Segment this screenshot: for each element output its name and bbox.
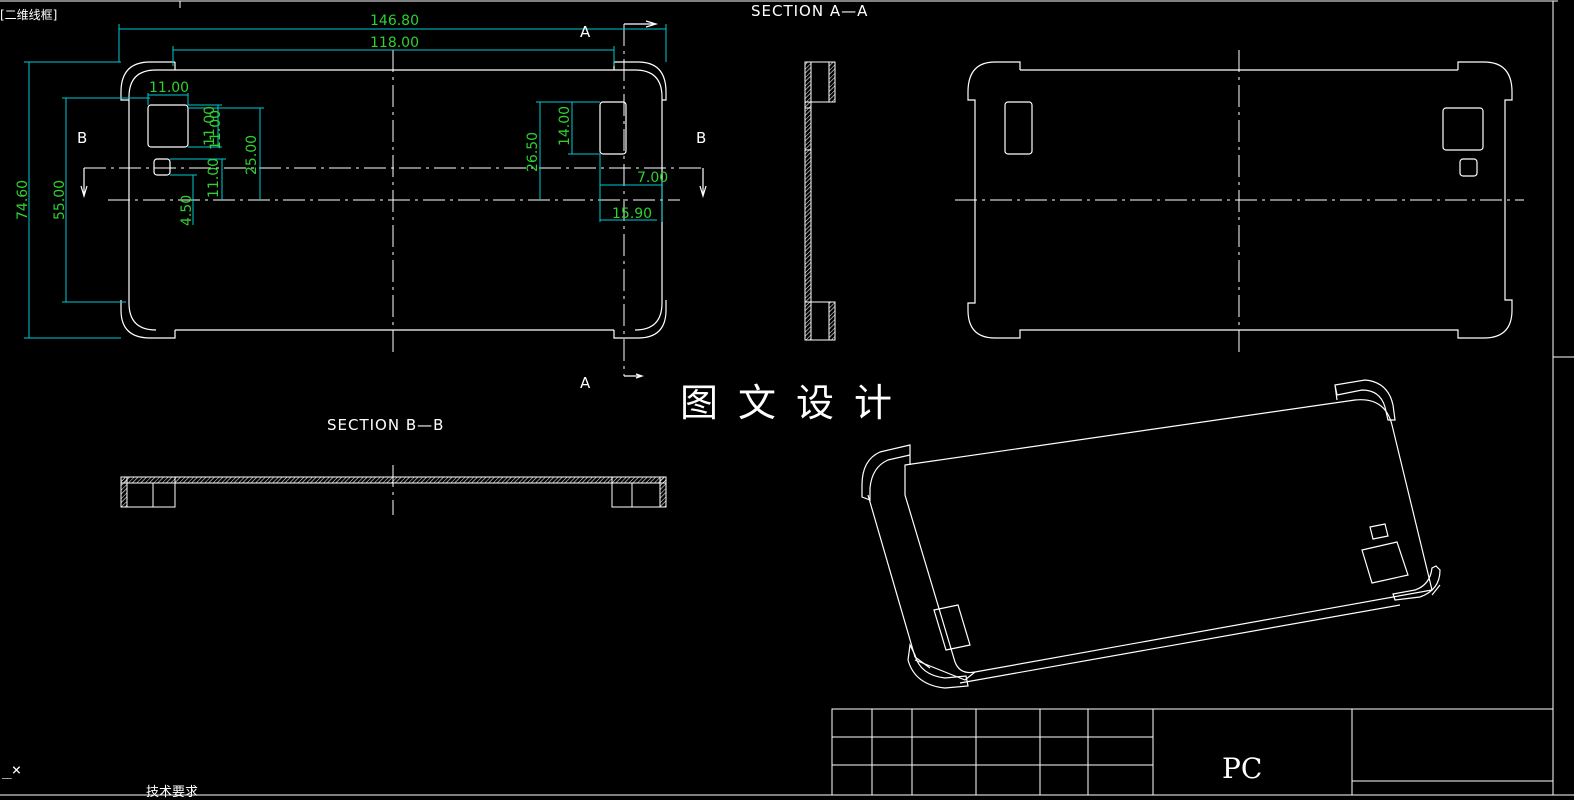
iso-slot-big — [1361, 541, 1409, 584]
arrow-a-top — [624, 20, 659, 28]
iso-cap-br — [1392, 565, 1441, 601]
iso-side-edge — [914, 659, 976, 681]
corner-bl — [120, 300, 176, 339]
dim-11-00-b: 11.00 — [208, 110, 224, 150]
dim-11-00-a: 11.00 — [202, 106, 218, 146]
corner-tl — [120, 61, 176, 101]
technical-requirements-text: 技术要求 — [146, 785, 199, 800]
title-block-frame — [831, 708, 1554, 796]
dim-74-60: 74.60 — [15, 180, 31, 220]
iso-cap-tl — [861, 444, 911, 501]
dim-14-00: 14.00 — [557, 106, 573, 146]
mark-a-top: A — [580, 23, 591, 41]
isometric-view[interactable] — [861, 379, 1441, 689]
dim-11-00-top: 11.00 — [149, 80, 189, 96]
iso-bottom-edge — [867, 494, 1441, 684]
section-aa-title: SECTION A—A — [751, 2, 868, 20]
dim-25-00: 25.00 — [244, 135, 260, 175]
section-aa-bottom-cap-edge — [828, 301, 836, 341]
section-aa-wall — [804, 61, 812, 341]
arrow-b-left — [80, 168, 88, 199]
back-slot-right — [1442, 107, 1484, 151]
corner-br — [613, 300, 667, 339]
iso-cap-bl — [907, 642, 969, 689]
material-text: PC — [1222, 752, 1262, 785]
back-slot-right-small — [1459, 158, 1478, 177]
section-aa-top-cap-edge — [828, 61, 836, 103]
section-bb-view[interactable]: SECTION B—B — [120, 416, 667, 515]
slot-right — [599, 101, 627, 155]
mark-b-left: B — [77, 129, 88, 147]
front-view[interactable]: 146.80 118.00 11.00 74.60 55.00 11.00 11… — [15, 13, 707, 392]
mark-a-bottom: A — [580, 374, 591, 392]
back-view[interactable] — [955, 50, 1524, 352]
back-slot-left — [1004, 101, 1033, 155]
dimension-lines — [24, 24, 667, 339]
slot-left-small — [153, 158, 171, 176]
dim-7-00: 7.00 — [637, 170, 668, 186]
dim-26-50: 26.50 — [525, 132, 541, 172]
section-bb-title: SECTION B—B — [327, 416, 444, 434]
watermark-text: 图文设计 — [680, 381, 912, 425]
dim-4-50: 4.50 — [179, 195, 195, 226]
slot-left — [147, 104, 189, 148]
title-block[interactable]: PC — [831, 708, 1554, 796]
dim-15-90: 15.90 — [612, 206, 652, 222]
viewport-label[interactable]: [二维线框] — [0, 8, 58, 22]
iso-cap-tr — [1334, 379, 1396, 421]
section-bb-left-edge — [120, 476, 128, 508]
corner-tr — [613, 61, 667, 101]
mark-b-right: B — [696, 129, 707, 147]
dim-11-00-c: 11.00 — [206, 158, 222, 198]
iso-slot-left — [933, 604, 971, 651]
iso-slot-small — [1369, 523, 1389, 540]
iso-top-face — [904, 399, 1433, 674]
dim-55-00: 55.00 — [52, 180, 68, 220]
arrow-a-bottom — [624, 373, 644, 379]
dim-146-80: 146.80 — [370, 13, 419, 29]
arrow-b-right — [699, 168, 707, 199]
dim-118-00: 118.00 — [370, 35, 419, 51]
section-bb-right-edge — [659, 476, 667, 508]
section-aa-view[interactable]: SECTION A—A — [751, 2, 868, 341]
command-prompt[interactable]: _× — [2, 760, 22, 779]
